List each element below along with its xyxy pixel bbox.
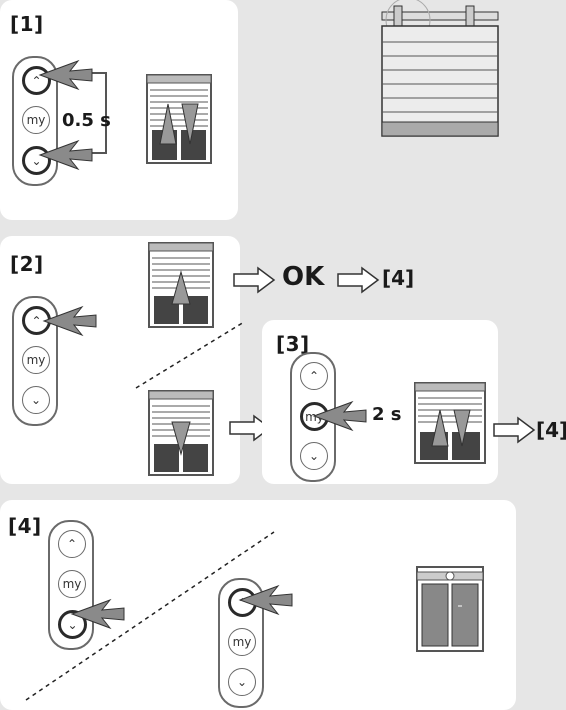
down-button[interactable]: ⌄ [300,442,328,470]
shutter-icon-my-position [414,382,486,464]
flow-arrow-to-4b [493,416,536,444]
remote-control-4a: ⌃ my ⌄ [48,520,94,650]
motor-limit-illustration [381,0,499,137]
down-button[interactable]: ⌄ [228,668,256,696]
my-button[interactable]: my [228,628,256,656]
down-button[interactable]: ⌄ [22,146,51,175]
up-button[interactable]: ⌃ [58,530,86,558]
up-button[interactable]: ⌃ [300,362,328,390]
goto-step-4-label: [4] [382,266,415,290]
window-shutter-open-icon [416,566,484,652]
press-arrows-1 [38,59,107,171]
goto-step-4-label-b: [4] [536,418,566,442]
flow-arrow-to-4a [337,266,380,294]
my-button[interactable]: my [22,106,50,134]
step-2-label: [2] [10,252,44,276]
shutter-icon-going-up [148,242,214,328]
press-arrow-2 [42,305,97,337]
press-duration-long: 2 s [372,404,402,425]
press-arrow-3 [312,400,367,432]
down-button[interactable]: ⌄ [22,386,50,414]
ok-label: OK [282,262,325,292]
divider-dashed-2 [135,321,245,389]
my-button[interactable]: my [22,346,50,374]
press-duration-short: 0.5 s [62,110,111,131]
flow-arrow-ok [233,266,276,294]
divider-dashed-4 [25,531,275,701]
remote-control-2: ⌃ my ⌄ [12,296,58,426]
press-arrow-4b [238,584,293,616]
shutter-icon-going-down [148,390,214,476]
shutter-icon-up-down [146,74,212,164]
up-button[interactable]: ⌃ [228,588,257,617]
up-button[interactable]: ⌃ [22,66,51,95]
press-arrow-4a [70,598,125,630]
step-1-label: [1] [10,12,44,36]
my-button[interactable]: my [58,570,86,598]
step-4-label: [4] [8,514,42,538]
